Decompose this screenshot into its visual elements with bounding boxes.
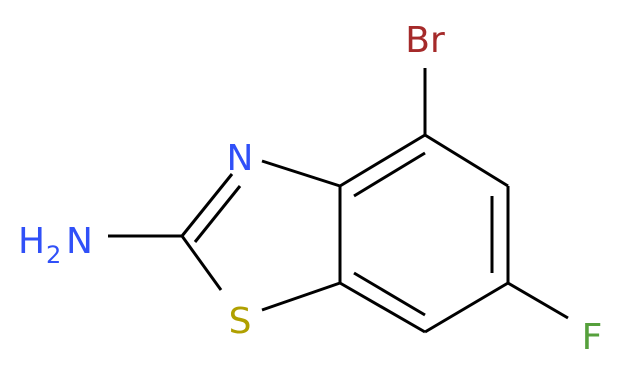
bond-c4-c5 <box>424 133 509 188</box>
atom-s: S <box>229 301 252 342</box>
bond-s-c7a <box>261 281 341 312</box>
atom-n: N <box>227 138 254 179</box>
atom-f: F <box>582 317 603 358</box>
atom-nh2-n: N <box>66 221 93 262</box>
bond-c2-s <box>180 235 223 291</box>
atom-labels: Br N S F H 2 N <box>18 20 602 358</box>
atom-nh2: H 2 N <box>18 221 93 269</box>
bond-c7-c7a-inner <box>353 271 426 317</box>
bond-c7-c7a <box>339 281 426 334</box>
bond-c6-f <box>507 281 569 320</box>
bond-n-c2 <box>180 173 234 237</box>
bond-group <box>108 68 569 334</box>
bond-c6-c7 <box>424 281 509 334</box>
bond-c3a-n <box>261 159 341 188</box>
atom-nh2-subscript: 2 <box>46 241 61 269</box>
bond-n-c2-inner <box>193 185 242 243</box>
atom-nh2-h: H <box>18 221 45 262</box>
atom-br: Br <box>405 20 445 61</box>
bond-c3a-c4-inner <box>353 151 426 198</box>
bond-c3a-c4 <box>339 133 426 188</box>
